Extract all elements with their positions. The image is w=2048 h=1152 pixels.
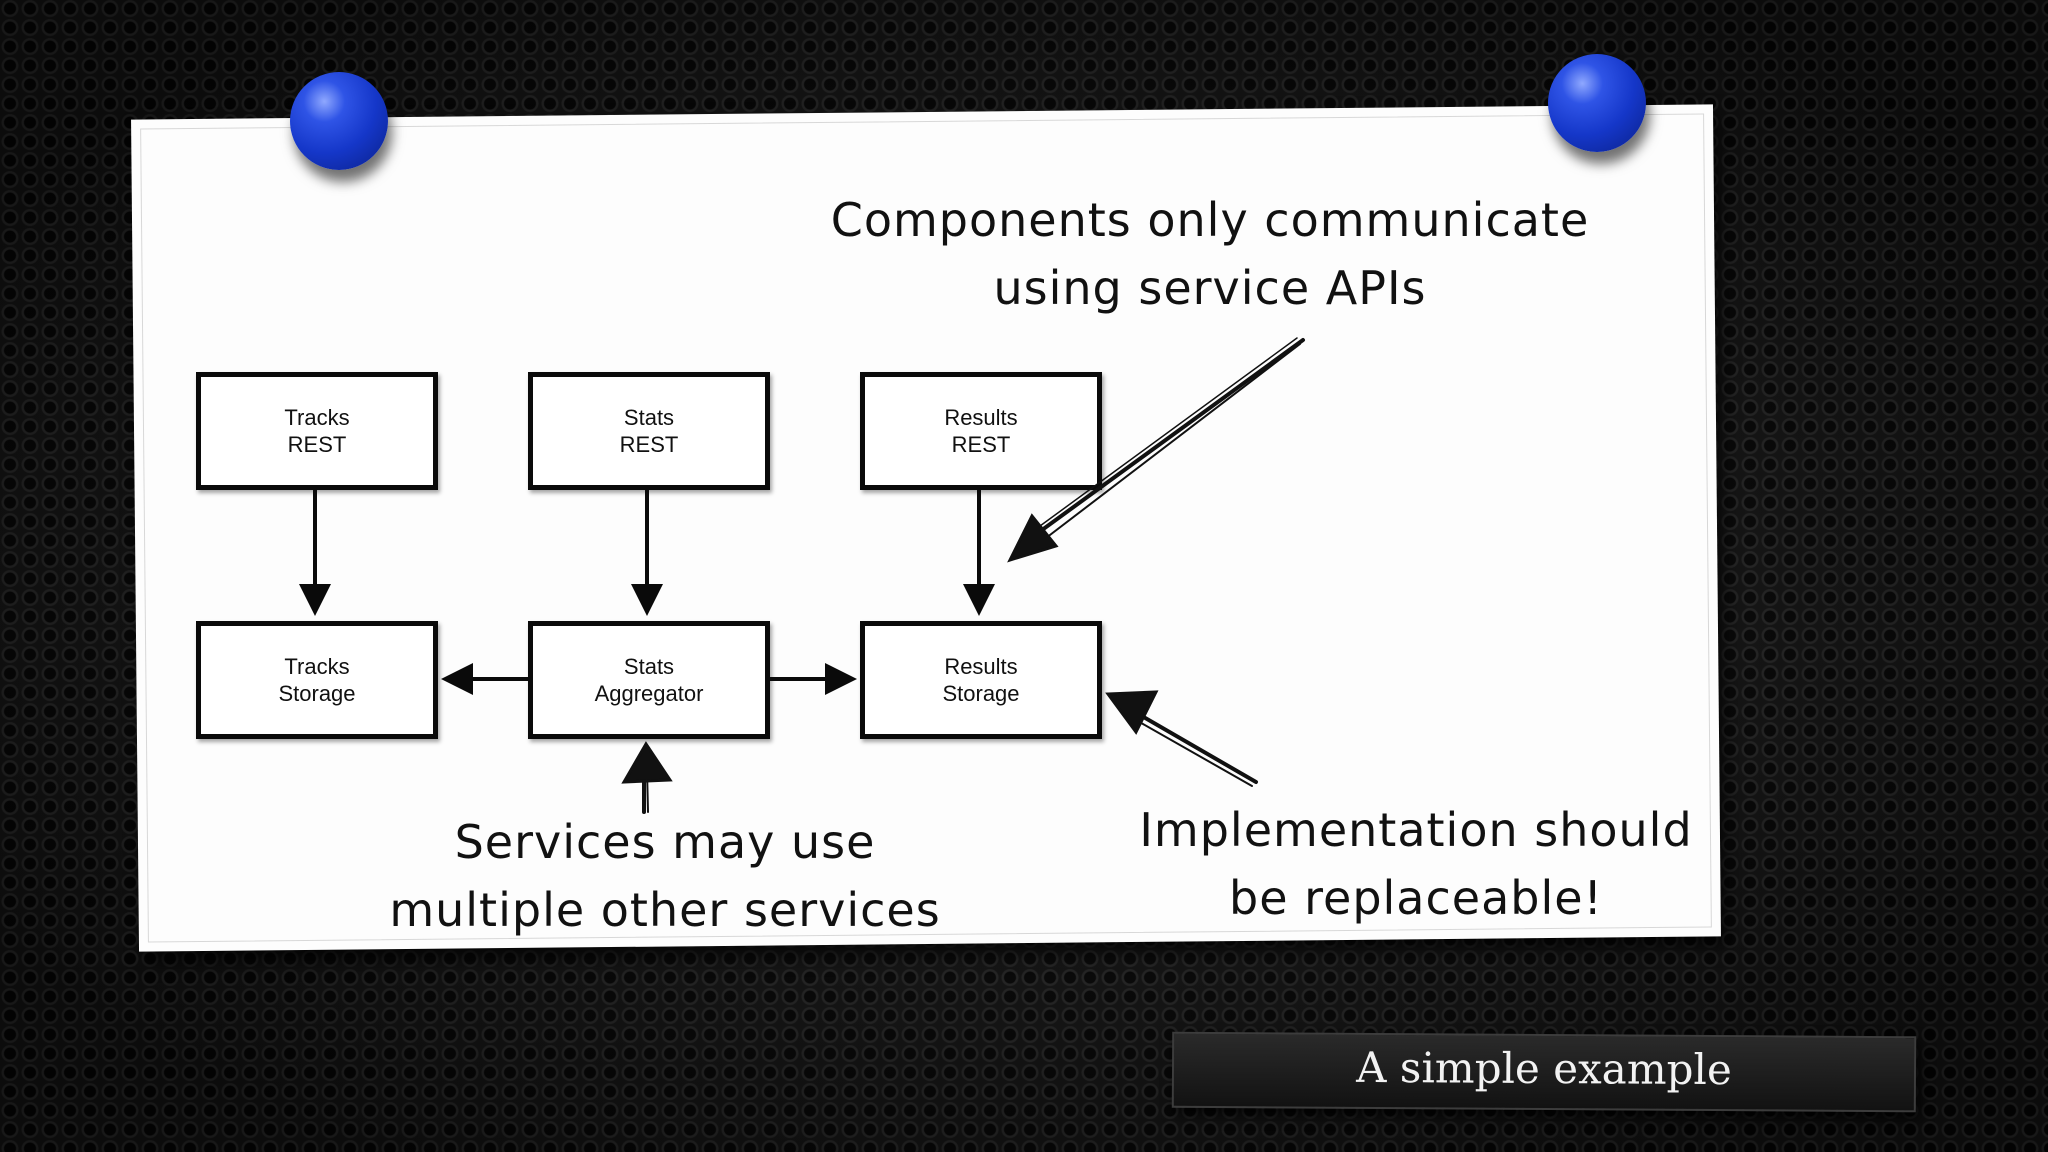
sketch-arrow-to-results-rest xyxy=(1007,337,1305,563)
stats-aggregator-label: Stats Aggregator xyxy=(594,654,704,706)
right-pushpin-icon xyxy=(1548,54,1646,152)
sketch-arrow-to-results-storage xyxy=(1105,690,1258,787)
note-services-may-use: Services may use multiple other services xyxy=(389,815,941,937)
slide-caption-plate: A simple example xyxy=(1171,1031,1917,1113)
slide-caption-text: A simple example xyxy=(1356,1042,1732,1095)
stats-rest-label: Stats REST xyxy=(619,405,679,457)
tracks-storage-box: Tracks Storage xyxy=(196,621,438,739)
results-storage-box: Results Storage xyxy=(860,621,1102,739)
tracks-storage-label: Tracks Storage xyxy=(278,654,356,706)
tracks-rest-label: Tracks REST xyxy=(284,405,350,457)
note-implementation-replaceable: Implementation should be replaceable! xyxy=(1139,803,1693,925)
sketch-arrow-to-stats-aggregator xyxy=(621,741,673,814)
note-components-only-communicate: Components only communicate using servic… xyxy=(830,193,1590,315)
stats-aggregator-box: Stats Aggregator xyxy=(528,621,770,739)
left-pushpin-icon xyxy=(290,72,388,170)
results-storage-label: Results Storage xyxy=(942,654,1020,706)
results-rest-label: Results REST xyxy=(944,405,1018,457)
